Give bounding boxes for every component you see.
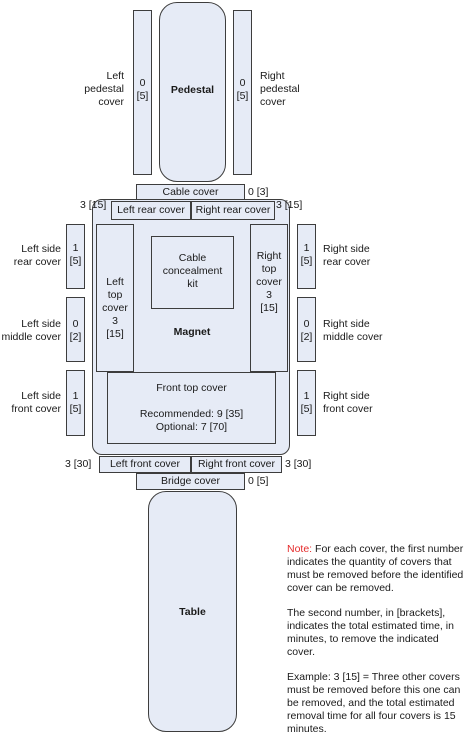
right-top-cover — [250, 224, 288, 372]
left-pedestal-cover-label: Left pedestal cover — [84, 70, 124, 108]
left-front-cover-value: 3 [30] — [65, 458, 92, 470]
right-rear-cover-label: Right rear cover — [195, 204, 271, 216]
right-pedestal-cover-label: Right pedestal cover — [260, 70, 300, 108]
left-pedestal-cover — [133, 10, 152, 175]
cable-concealment-kit-label: Cable concealment kit — [162, 252, 223, 290]
left-rear-cover — [111, 201, 191, 220]
pedestal — [159, 2, 226, 182]
left-side-middle-cover-label: Left side middle cover — [1, 318, 61, 343]
left-pedestal-cover-value: 0 [5] — [136, 77, 149, 102]
bridge-cover — [136, 473, 245, 490]
right-side-middle-cover-label: Right side middle cover — [323, 318, 383, 343]
right-side-front-cover-value: 1 [5] — [300, 390, 313, 415]
note-paragraph-1: Note: For each cover, the first number i… — [287, 543, 464, 594]
cable-cover-label: Cable cover — [162, 186, 219, 198]
right-rear-cover-value: 3 [15] — [276, 199, 303, 211]
left-top-cover-label: Left top cover 3 [15] — [102, 276, 128, 340]
right-pedestal-cover — [233, 10, 252, 175]
left-front-cover — [99, 456, 191, 473]
table — [148, 491, 237, 732]
right-side-rear-cover-value: 1 [5] — [300, 242, 313, 267]
right-side-middle-cover — [297, 297, 316, 362]
cable-cover-value: 0 [3] — [248, 186, 269, 198]
left-side-front-cover-value: 1 [5] — [69, 390, 82, 415]
table-label: Table — [179, 606, 206, 618]
pedestal-label: Pedestal — [170, 84, 215, 96]
left-side-front-cover-label: Left side front cover — [11, 390, 61, 415]
front-top-cover — [107, 372, 276, 444]
bridge-cover-value: 0 [5] — [248, 475, 269, 487]
right-pedestal-cover-value: 0 [5] — [236, 77, 249, 102]
right-rear-cover — [191, 201, 275, 220]
left-rear-cover-value: 3 [15] — [80, 199, 107, 211]
note: Note: For each cover, the first number i… — [287, 543, 469, 748]
left-rear-cover-label: Left rear cover — [117, 204, 185, 216]
left-side-front-cover — [66, 370, 85, 436]
cable-concealment-kit — [151, 236, 234, 309]
magnet-label: Magnet — [173, 326, 211, 338]
left-side-middle-cover-value: 0 [2] — [69, 318, 82, 343]
right-side-middle-cover-value: 0 [2] — [300, 318, 313, 343]
right-side-rear-cover-label: Right side rear cover — [323, 243, 371, 268]
right-side-rear-cover — [297, 224, 316, 289]
left-side-middle-cover — [66, 297, 85, 362]
left-top-cover — [96, 224, 134, 372]
note-paragraph-2: The second number, in [brackets], indica… — [287, 607, 454, 658]
bridge-cover-label: Bridge cover — [161, 475, 220, 487]
left-side-rear-cover — [66, 224, 85, 289]
note-paragraph-3: Example: 3 [15] = Three other covers mus… — [287, 671, 461, 735]
right-front-cover — [191, 456, 282, 473]
note-prefix: Note: — [287, 543, 313, 555]
right-side-front-cover — [297, 370, 316, 436]
right-front-cover-label: Right front cover — [197, 458, 276, 470]
left-side-rear-cover-value: 1 [5] — [69, 242, 82, 267]
right-top-cover-label: Right top cover 3 [15] — [256, 250, 282, 314]
right-side-front-cover-label: Right side front cover — [323, 390, 373, 415]
right-front-cover-value: 3 [30] — [285, 458, 312, 470]
left-side-rear-cover-label: Left side rear cover — [13, 243, 61, 268]
left-front-cover-label: Left front cover — [109, 458, 181, 470]
front-top-cover-label: Front top cover Recommended: 9 [35] Opti… — [139, 382, 244, 433]
